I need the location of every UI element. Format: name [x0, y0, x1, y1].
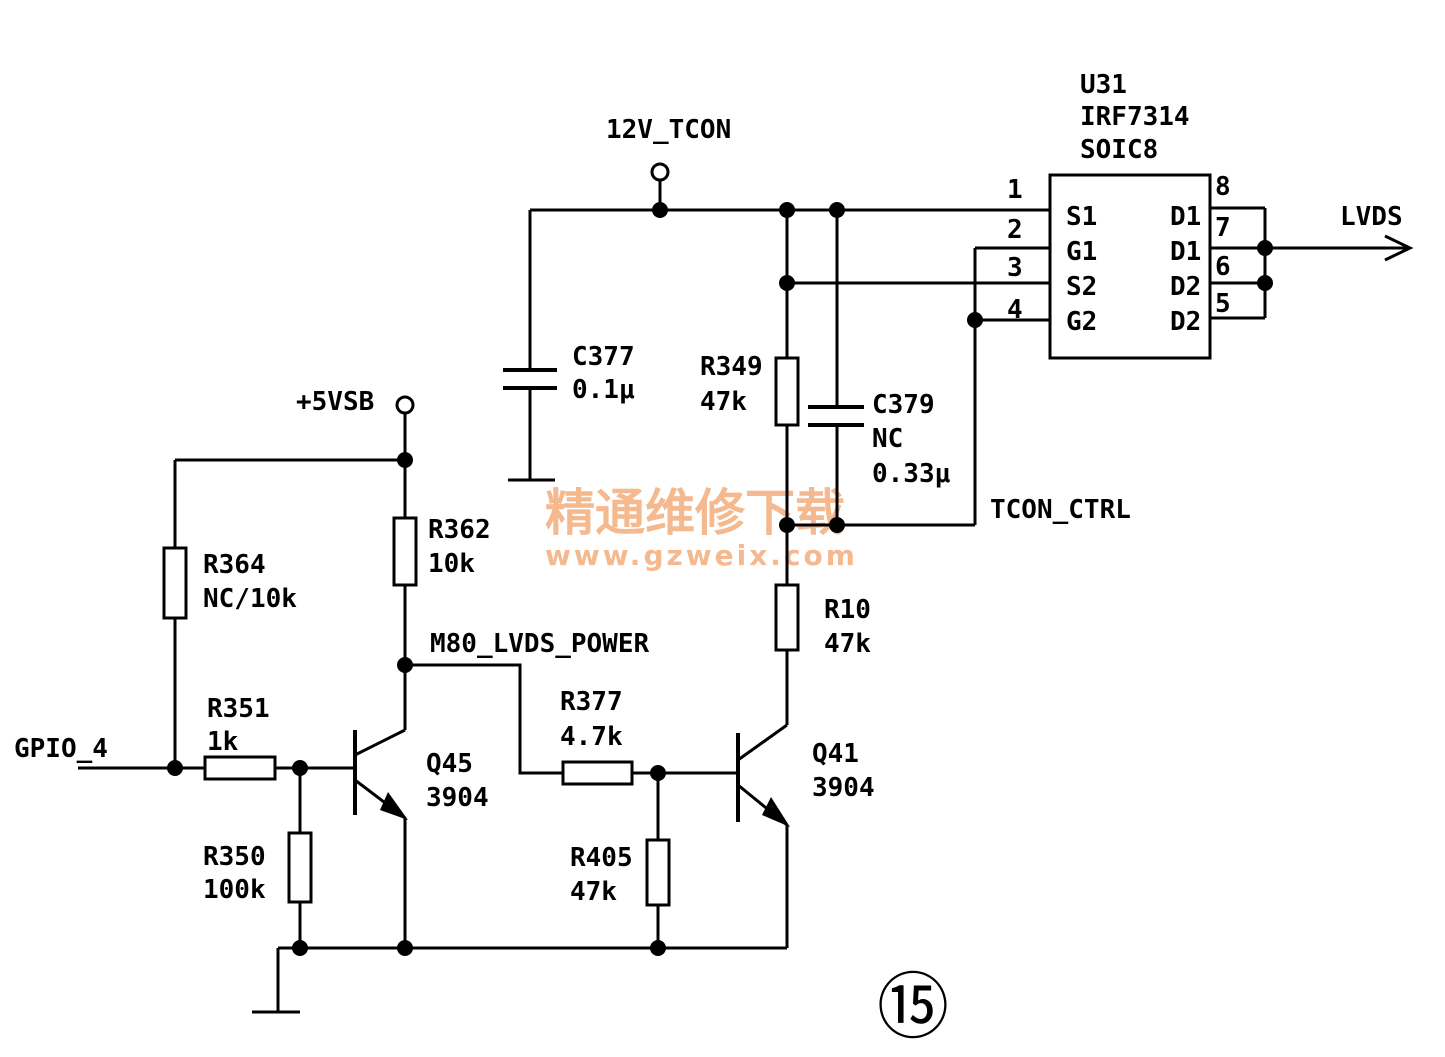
r377-body: [561, 760, 634, 786]
label-q45-ref: Q45: [426, 749, 473, 779]
label-q41-value: 3904: [812, 773, 875, 803]
label-c377-value: 0.1μ: [572, 375, 635, 405]
terminal-12v: [650, 162, 670, 182]
label-r350-ref: R350: [203, 842, 266, 872]
label-r10-value: 47k: [824, 629, 871, 659]
label-tcon-ctrl: TCON_CTRL: [990, 495, 1131, 525]
terminal-5vsb: [395, 395, 415, 415]
pin-num-3: 3: [1007, 253, 1023, 283]
label-5vsb: +5VSB: [296, 387, 374, 417]
r351-body: [203, 755, 277, 781]
label-lvds: LVDS: [1340, 202, 1403, 232]
q41-transistor: [736, 723, 790, 827]
watermark-url: www.gzweix.com: [545, 539, 858, 572]
label-r351-value: 1k: [207, 727, 239, 757]
lvds-arrow: [1384, 234, 1414, 262]
r362-body: [392, 516, 418, 587]
label-r405-ref: R405: [570, 843, 633, 873]
pin-num-7: 7: [1215, 213, 1231, 243]
r364-body: [162, 546, 188, 620]
label-r364-ref: R364: [203, 550, 266, 580]
pin-name-d2a: D2: [1170, 272, 1201, 302]
u31-body: [1048, 173, 1212, 360]
r405-body: [645, 838, 671, 907]
r349-body: [774, 356, 800, 427]
pin-name-s1: S1: [1066, 202, 1097, 232]
label-c379-value2: 0.33μ: [872, 459, 951, 489]
pin-num-1: 1: [1007, 175, 1023, 205]
pin-name-d1b: D1: [1170, 237, 1201, 267]
label-r377-value: 4.7k: [560, 722, 623, 752]
watermark-chinese: 精通维修下载: [545, 484, 845, 542]
page-marker: ⑮: [877, 965, 949, 1049]
label-gpio4: GPIO_4: [14, 734, 108, 764]
junctions: [167, 202, 1273, 956]
label-r405-value: 47k: [570, 877, 617, 907]
pin-num-2: 2: [1007, 215, 1023, 245]
pin-name-s2: S2: [1066, 272, 1097, 302]
pin-name-d1a: D1: [1170, 202, 1201, 232]
label-c379-value: NC: [872, 424, 903, 454]
pin-num-5: 5: [1215, 289, 1231, 319]
label-u31-part: IRF7314: [1080, 102, 1190, 132]
label-q45-value: 3904: [426, 783, 489, 813]
label-r362-value: 10k: [428, 549, 475, 579]
label-u31-ref: U31: [1080, 70, 1127, 100]
pin-num-4: 4: [1007, 295, 1023, 325]
pin-num-6: 6: [1215, 252, 1231, 282]
q45-transistor: [353, 728, 408, 820]
label-r349-ref: R349: [700, 352, 763, 382]
label-c379-ref: C379: [872, 390, 935, 420]
label-r350-value: 100k: [203, 875, 266, 905]
label-r377-ref: R377: [560, 687, 623, 717]
label-r362-ref: R362: [428, 515, 491, 545]
label-m80-lvds-power: M80_LVDS_POWER: [430, 629, 649, 659]
pin-name-g1: G1: [1066, 237, 1097, 267]
label-q41-ref: Q41: [812, 739, 859, 769]
wires: [78, 180, 1414, 1014]
label-12v-tcon: 12V_TCON: [606, 115, 731, 145]
wire-m80-r377: [405, 663, 563, 775]
label-u31-package: SOIC8: [1080, 135, 1158, 165]
r10-body: [774, 583, 800, 652]
pin-num-8: 8: [1215, 172, 1231, 202]
label-r10-ref: R10: [824, 595, 871, 625]
label-c377-ref: C377: [572, 342, 635, 372]
r350-body: [287, 831, 313, 904]
pin-name-d2b: D2: [1170, 307, 1201, 337]
label-r364-value: NC/10k: [203, 584, 297, 614]
pin-name-g2: G2: [1066, 307, 1097, 337]
label-r349-value: 47k: [700, 387, 747, 417]
label-r351-ref: R351: [207, 694, 270, 724]
